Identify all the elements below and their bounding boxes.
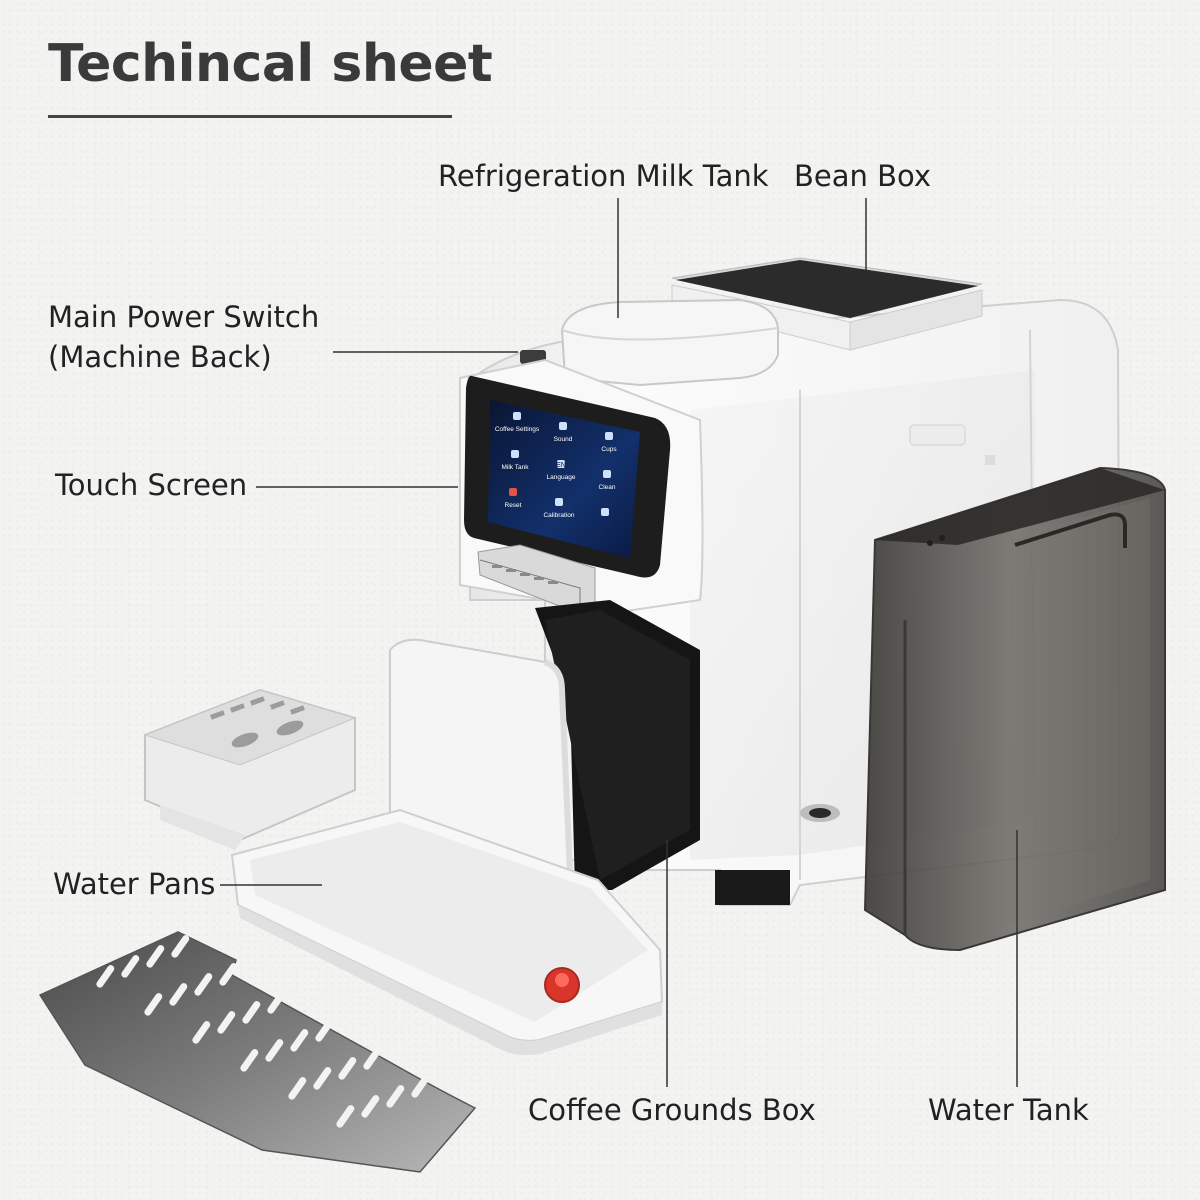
grille-slot [267,991,286,1014]
screen-menu-item[interactable]: Reset [505,488,522,509]
screen-menu-item[interactable]: Clean [599,470,616,491]
screen-menu-label: Clean [599,484,616,491]
screen-menu-item[interactable]: EN Language [547,460,576,481]
screen-menu-item[interactable]: Cups [601,432,617,453]
coffee-grounds-box [535,600,700,890]
grille-slot [313,1067,332,1090]
screen-menu-item[interactable]: Milk Tank [502,450,530,471]
milk-tank-lid [560,298,779,387]
grille-slot [146,945,165,968]
screen-menu-item[interactable] [601,508,609,516]
grille-slot [171,935,190,958]
language-badge: EN [556,462,566,469]
grille-slot [265,1039,284,1062]
grille-slot [315,1019,334,1042]
screen-menu-item[interactable]: Sound [554,422,573,443]
screen-menu-item[interactable]: Coffee Settings [495,412,540,433]
calibration-icon [555,498,563,506]
label-main-power-switch: Main Power Switch [48,300,320,334]
grille-slot [144,993,163,1016]
grille-slot [288,1077,307,1100]
sliders-icon [513,412,521,420]
screen-menu-label: Cups [601,446,617,453]
screen-menu-label: Milk Tank [502,464,530,471]
back-icon [601,508,609,516]
bar-chart-icon [605,432,613,440]
grille-slot [242,1001,261,1024]
clean-icon [603,470,611,478]
grille-slot [217,1011,236,1034]
water-tank [863,466,1166,952]
grille-slot [219,963,238,986]
water-pan [230,808,664,1056]
grille-slot [96,965,115,988]
leader-lines [220,198,1018,1087]
grille-slot [363,1047,382,1070]
label-touch-screen: Touch Screen [55,468,248,502]
label-refrigeration-milk-tank: Refrigeration Milk Tank [438,159,769,193]
screen-menu-label: Language [547,474,576,481]
label-machine-back: (Machine Back) [48,340,272,374]
label-coffee-grounds-box: Coffee Grounds Box [528,1093,816,1127]
screen-menu-label: Sound [554,436,573,443]
page-title: Techincal sheet [48,34,493,94]
drip-grille [38,931,477,1173]
language-icon [557,460,565,468]
grille-slot [386,1085,405,1108]
cup-icon [511,450,519,458]
grille-slot [192,1021,211,1044]
screen-menu-item[interactable]: Calibration [543,498,575,519]
label-water-pans: Water Pans [53,867,216,901]
grille-slot [121,955,140,978]
title-underline [48,115,452,118]
screen-menu-label: Coffee Settings [495,426,540,433]
grille-slot [169,983,188,1006]
grille-slot [338,1057,357,1080]
grille-slot [411,1075,430,1098]
screen-menu-label: Calibration [543,512,574,519]
label-bean-box: Bean Box [794,159,932,193]
grille-slot [240,1049,259,1072]
screen-menu-label: Reset [505,502,522,509]
reset-icon [509,488,517,496]
grille-slot [194,973,213,996]
grille-slot [290,1029,309,1052]
grille-slot [336,1105,355,1128]
grille-slot [361,1095,380,1118]
speaker-icon [559,422,567,430]
cup-tray-insert [143,688,357,850]
label-water-tank: Water Tank [928,1093,1089,1127]
